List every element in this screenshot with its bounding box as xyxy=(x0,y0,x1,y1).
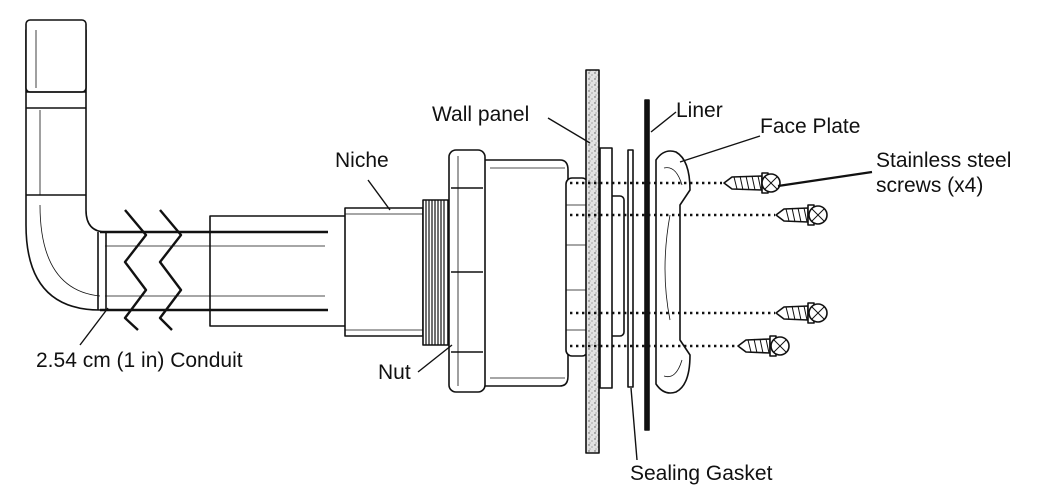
face-plate xyxy=(655,150,691,394)
label-niche: Niche xyxy=(335,149,389,172)
label-liner: Liner xyxy=(676,99,723,122)
screw-3 xyxy=(775,302,828,324)
leader-screws xyxy=(777,170,873,188)
wall-panel xyxy=(585,69,600,454)
screw-guide-lines xyxy=(570,181,775,348)
leader-liner xyxy=(650,111,677,133)
label-screws-line2: screws (x4) xyxy=(876,174,984,197)
clamp-ring xyxy=(599,147,613,389)
liner xyxy=(644,99,650,431)
label-screws-line1: Stainless steel xyxy=(876,149,1012,172)
screw-4 xyxy=(737,335,790,357)
nut xyxy=(448,149,486,393)
sealing-gasket xyxy=(627,149,634,388)
leader-lines xyxy=(79,111,873,461)
leader-sealing-gasket xyxy=(630,387,638,461)
leader-conduit xyxy=(79,307,109,346)
leader-nut xyxy=(417,344,453,373)
label-nut: Nut xyxy=(378,361,411,384)
leader-niche xyxy=(367,179,391,211)
screw-2 xyxy=(775,204,828,226)
label-face-plate: Face Plate xyxy=(760,115,861,138)
label-conduit: 2.54 cm (1 in) Conduit xyxy=(36,349,243,372)
label-wall-panel: Wall panel xyxy=(432,103,530,126)
screw-1 xyxy=(723,172,781,194)
conduit-elbow xyxy=(25,19,107,311)
leader-face-plate xyxy=(679,135,761,163)
niche-body xyxy=(344,159,569,387)
leader-wall-panel xyxy=(547,117,591,144)
label-sealing-gasket: Sealing Gasket xyxy=(630,462,773,485)
conduit-pipe xyxy=(100,209,349,331)
